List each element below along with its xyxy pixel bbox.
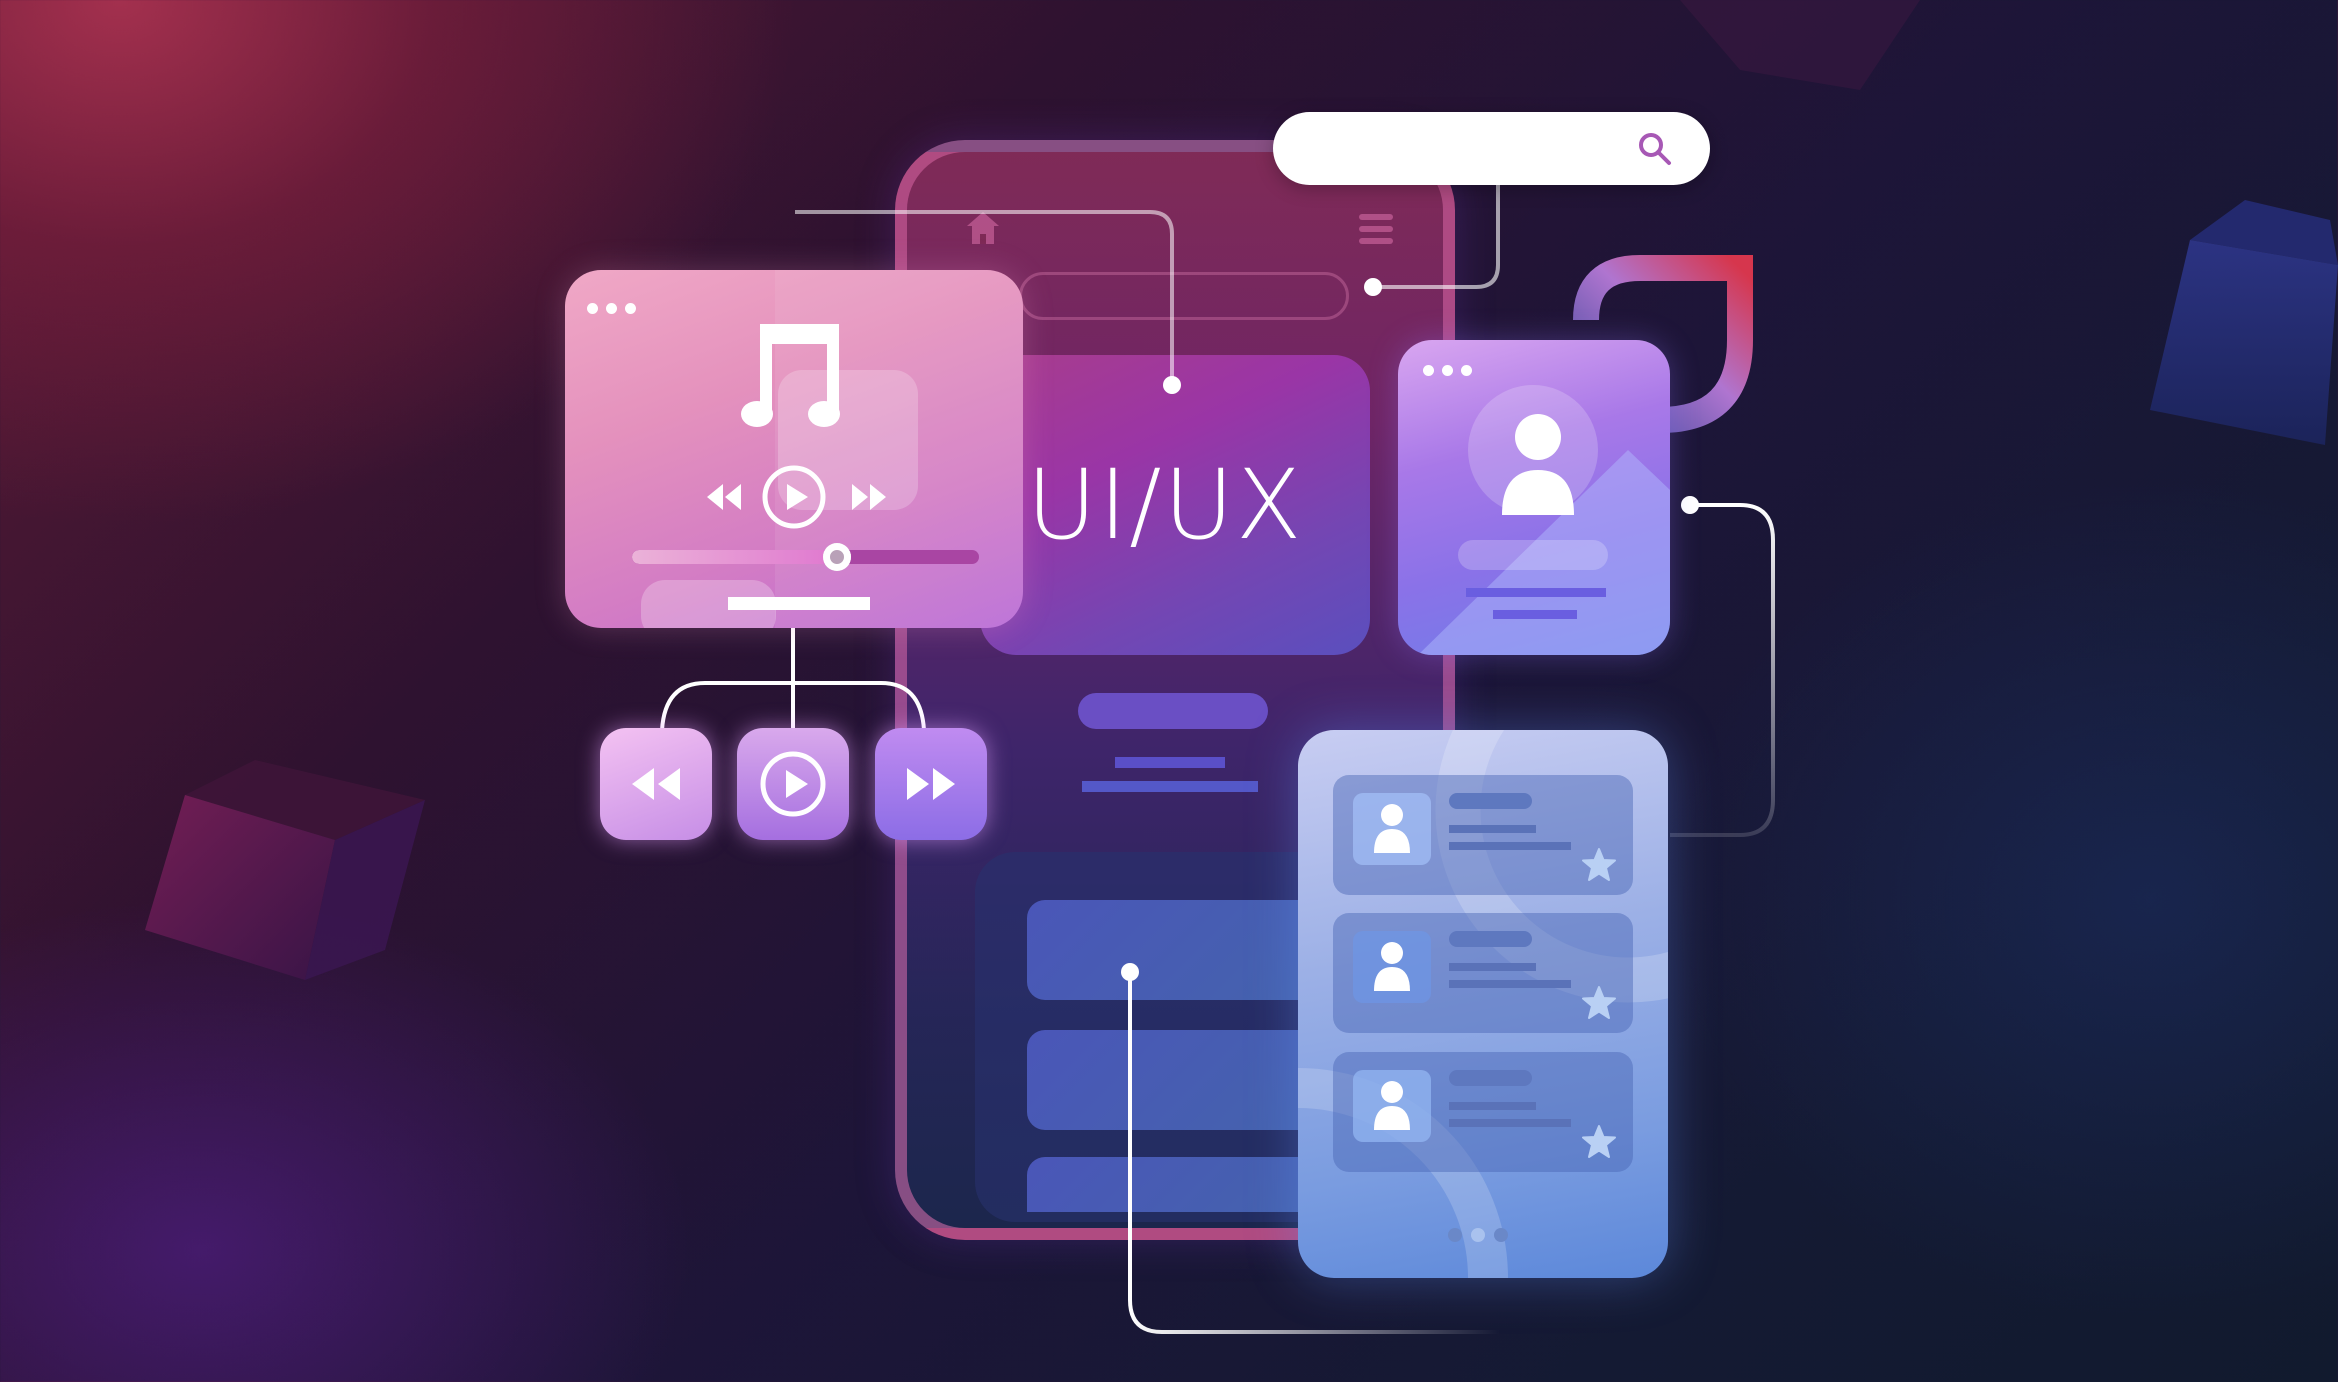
phone-heading-placeholder — [1078, 693, 1268, 729]
background-cube-right — [2150, 195, 2338, 445]
phone-text-line — [1115, 757, 1225, 768]
album-art-placeholder — [778, 370, 918, 510]
avatar — [1353, 1070, 1431, 1142]
list-item[interactable] — [1333, 1052, 1633, 1172]
profile-card — [1398, 340, 1670, 655]
song-title-placeholder — [728, 597, 870, 610]
pagination-dots[interactable] — [1448, 1228, 1508, 1242]
star-icon[interactable] — [1581, 985, 1617, 1021]
profile-name-placeholder — [1458, 540, 1608, 570]
play-icon — [760, 751, 826, 817]
home-icon — [967, 212, 999, 244]
star-icon[interactable] — [1581, 1124, 1617, 1160]
star-icon[interactable] — [1581, 847, 1617, 883]
user-icon — [1374, 942, 1410, 991]
user-icon — [1374, 804, 1410, 853]
rewind-icon[interactable] — [705, 482, 743, 512]
profile-text-line — [1466, 588, 1606, 597]
avatar — [1353, 931, 1431, 1003]
fast-forward-icon — [907, 768, 955, 800]
music-note-icon — [741, 324, 840, 427]
search-icon[interactable] — [1636, 130, 1674, 168]
fast-forward-button[interactable] — [875, 728, 987, 840]
background-cube-top — [1660, 0, 1960, 100]
user-icon — [1374, 1081, 1410, 1130]
avatar — [1353, 793, 1431, 865]
rewind-button[interactable] — [600, 728, 712, 840]
user-icon — [1502, 414, 1574, 515]
uiux-title-card: UI/UX — [980, 355, 1370, 655]
fast-forward-icon[interactable] — [850, 482, 888, 512]
play-button[interactable] — [737, 728, 849, 840]
phone-text-line — [1082, 781, 1258, 792]
profile-text-line — [1493, 610, 1577, 619]
rewind-icon — [632, 768, 680, 800]
search-bar[interactable] — [1273, 112, 1710, 185]
menu-icon — [1359, 214, 1393, 244]
list-item[interactable] — [1333, 913, 1633, 1033]
progress-knob[interactable] — [823, 543, 851, 571]
background-cube-left — [140, 760, 440, 1020]
music-player-window — [565, 270, 1023, 628]
window-dots — [587, 303, 636, 314]
uiux-title: UI/UX — [1026, 449, 1304, 561]
progress-track[interactable] — [632, 550, 979, 564]
play-icon[interactable] — [760, 463, 828, 531]
search-input[interactable] — [1303, 126, 1627, 172]
mountain-image-icon — [1418, 450, 1670, 655]
list-item[interactable] — [1333, 775, 1633, 895]
contact-list-card — [1298, 730, 1668, 1278]
phone-search-field — [1019, 272, 1349, 320]
window-dots — [1423, 365, 1472, 376]
